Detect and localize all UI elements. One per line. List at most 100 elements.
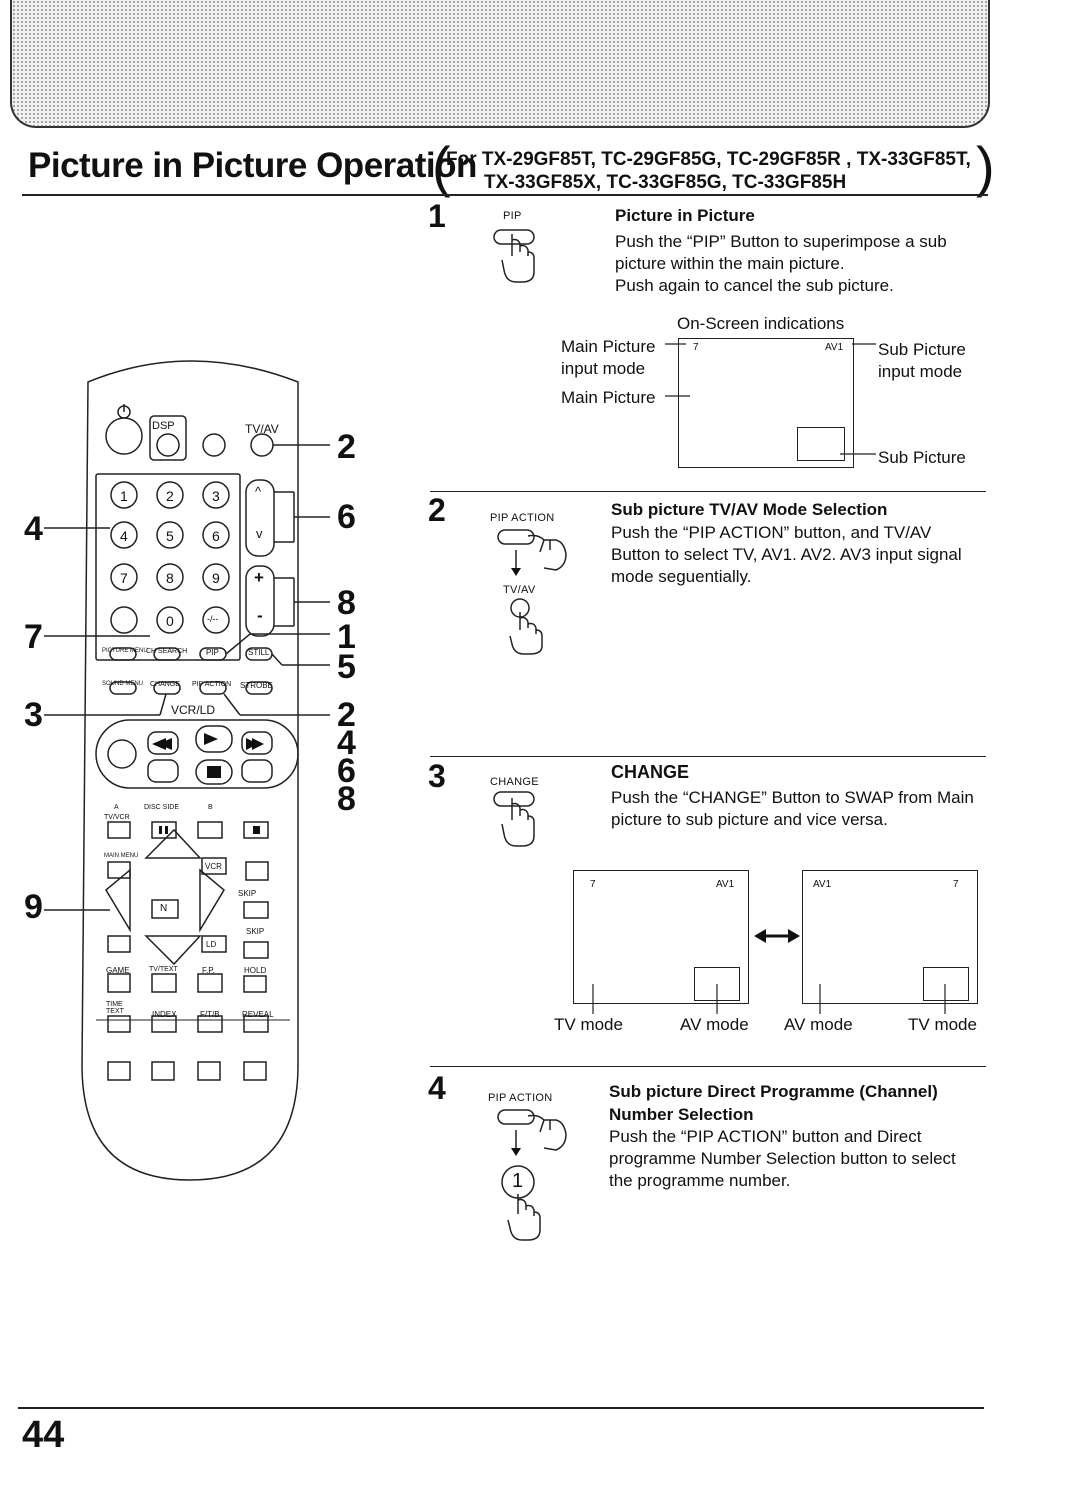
step-2-heading: Sub picture TV/AV Mode Selection — [611, 500, 888, 519]
num-8: 8 — [166, 570, 174, 586]
digit-1-label: 1 — [512, 1170, 524, 1192]
vol-down-button: - — [257, 606, 263, 625]
sub-picture-window — [797, 427, 845, 461]
pip-button-press-icon — [493, 229, 535, 283]
number-buttons — [110, 481, 230, 634]
vcr-ld-label: VCR/LD — [171, 703, 216, 717]
power-button — [105, 417, 143, 455]
ch-up-button: ^ — [255, 484, 262, 499]
still-label: STILL — [248, 648, 270, 657]
right-main-indicator: AV1 — [813, 879, 832, 890]
num-4: 4 — [120, 528, 128, 544]
callout-6: 6 — [337, 498, 356, 536]
step-divider-1 — [430, 491, 986, 492]
step-divider-3 — [430, 1066, 986, 1067]
right-sub-mode-label: TV mode — [908, 1015, 977, 1034]
right-sub-window — [923, 967, 969, 1001]
ch-down-button: v — [256, 526, 263, 541]
models-line-2: TX-33GF85X, TC-33GF85G, TC-33GF85H — [484, 172, 847, 193]
remote-body — [81, 360, 299, 1181]
pip-action-button-label-4: PIP ACTION — [488, 1092, 553, 1104]
step-divider-2 — [430, 756, 986, 757]
num-1: 1 — [120, 488, 128, 504]
on-screen-leader-lines — [665, 343, 876, 455]
num-2: 2 — [166, 488, 174, 504]
game-label: GAME — [106, 966, 130, 975]
sub-picture-label: Sub Picture — [878, 448, 966, 467]
swap-leader-lines — [592, 984, 946, 1014]
swap-double-arrow — [754, 929, 800, 943]
left-sub-mode-label: AV mode — [680, 1015, 749, 1034]
tvav-button-press-icon — [509, 598, 543, 655]
num-6: 6 — [212, 528, 220, 544]
skip-fwd-label: SKIP — [238, 889, 257, 898]
tvav-step-label: TV/AV — [503, 584, 536, 596]
num-0: 0 — [166, 613, 174, 629]
digit-button-press-icon — [501, 1165, 541, 1241]
left-main-mode-label: TV mode — [554, 1015, 623, 1034]
n-button: N — [160, 903, 168, 914]
models-line-1: TX-29GF85T, TC-29GF85G, TC-29GF85R , TX-… — [481, 149, 971, 170]
title-rule — [22, 194, 988, 196]
on-screen-tv-frame: 7 AV1 — [678, 338, 854, 468]
callout-4: 4 — [24, 510, 43, 548]
right-sub-indicator: 7 — [953, 879, 959, 890]
step-2-body: Push the “PIP ACTION” button, and TV/AV … — [611, 523, 962, 586]
swap-screen-right: AV1 7 — [802, 870, 978, 1004]
step-3-number: 3 — [428, 758, 446, 794]
change-button-label: CHANGE — [490, 776, 539, 788]
left-sub-indicator: AV1 — [716, 879, 735, 890]
step-1-body: Push the “PIP” Button to superimpose a s… — [615, 232, 947, 295]
model-list: For TX-29GF85T, TC-29GF85G, TC-29GF85R ,… — [446, 148, 971, 194]
pip-action-remote-label: PIP ACTION — [192, 681, 232, 688]
main-indicator: 7 — [693, 342, 699, 353]
hold-label: HOLD — [244, 966, 267, 975]
open-parenthesis: ( — [432, 135, 451, 198]
step-1-number: 1 — [428, 198, 446, 234]
page-title: Picture in Picture Operation — [28, 146, 477, 185]
tvvcr-label: TV/VCR — [104, 814, 130, 821]
disc-side-label: DISC SIDE — [144, 804, 180, 811]
callout-7: 7 — [24, 618, 43, 656]
callout-5: 5 — [337, 648, 356, 686]
callout-2b: 2 — [337, 696, 356, 734]
reveal-label: REVEAL — [242, 1010, 274, 1019]
step-2-number: 2 — [428, 492, 446, 528]
callout-6b: 6 — [337, 752, 356, 790]
callout-4b: 4 — [337, 724, 356, 762]
ch-search-label: CH SEARCH — [146, 648, 188, 655]
callout-8b: 8 — [337, 780, 356, 818]
tvav-button-label: TV/AV — [245, 422, 279, 436]
step-4-body: Push the “PIP ACTION” button and Direct … — [609, 1127, 956, 1190]
change-button-press-icon — [493, 791, 535, 847]
ftb-label: F/T/B — [200, 1010, 220, 1019]
main-picture-label: Main Picture — [561, 388, 656, 407]
step-3-heading: CHANGE — [611, 762, 690, 782]
time-text-label: TIME TEXT — [106, 1001, 124, 1015]
dash-button: -/-- — [207, 614, 219, 624]
swap-screen-left: 7 AV1 — [573, 870, 749, 1004]
num-5: 5 — [166, 528, 174, 544]
callout-9: 9 — [24, 888, 43, 926]
callout-8: 8 — [337, 584, 356, 622]
step-1-heading: Picture in Picture — [615, 206, 755, 225]
step-4-heading: Sub picture Direct Programme (Channel) N… — [609, 1082, 938, 1124]
skip-back-label: SKIP — [246, 927, 265, 936]
num-7: 7 — [120, 570, 128, 586]
sound-menu-label: SOUND MENU — [102, 681, 144, 687]
index-label: INDEX — [152, 1010, 177, 1019]
pip-remote-label: PIP — [206, 648, 219, 657]
callout-2: 2 — [337, 428, 356, 466]
main-menu-label: MAIN MENU — [104, 853, 139, 859]
num-9: 9 — [212, 570, 220, 586]
pip-action-press-icon-4 — [497, 1109, 567, 1156]
step-3-body: Push the “CHANGE” Button to SWAP from Ma… — [611, 788, 974, 829]
step-4-number: 4 — [428, 1070, 446, 1106]
sub-indicator: AV1 — [825, 342, 844, 353]
strobe-label: STROBE — [240, 681, 273, 690]
callout-1: 1 — [337, 618, 356, 656]
dsp-button: DSP — [152, 420, 175, 432]
ld-button: LD — [206, 940, 217, 949]
left-main-indicator: 7 — [590, 879, 596, 890]
vol-up-button: + — [254, 568, 264, 587]
